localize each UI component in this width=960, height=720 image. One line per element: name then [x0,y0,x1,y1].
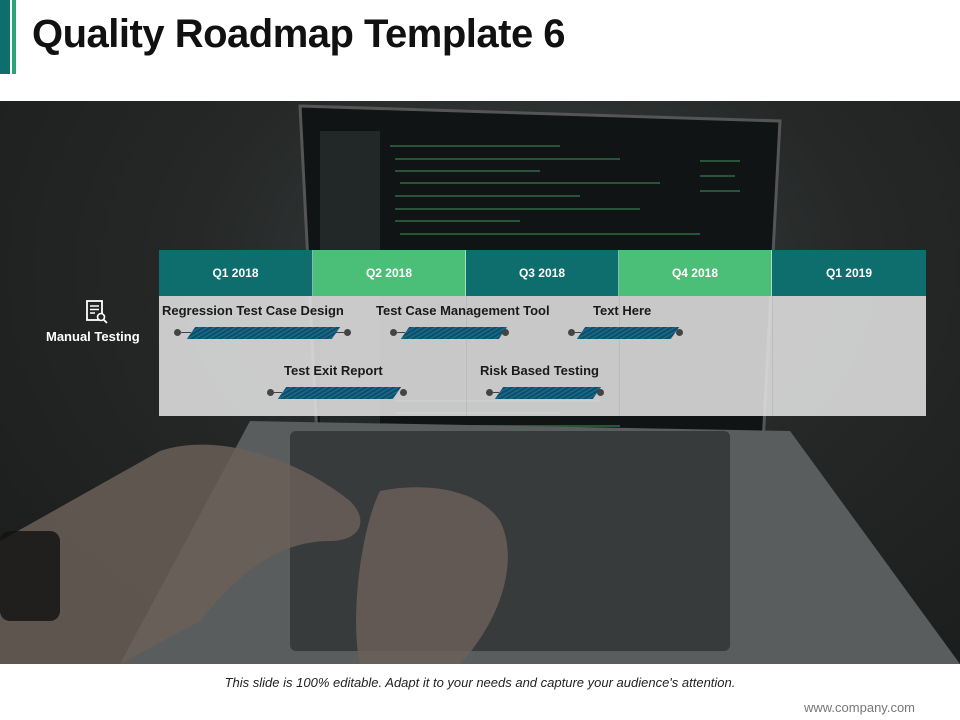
task-label: Test Exit Report [284,363,383,378]
column-divider [772,296,773,416]
quarter-header: Q3 2018 [466,250,619,296]
task-connector [397,332,405,333]
task-end-dot [676,329,683,336]
quarter-header: Q2 2018 [313,250,466,296]
footer-url[interactable]: www.company.com [803,700,915,715]
task-bar [186,327,341,339]
task-bar [277,387,402,399]
page-title: Quality Roadmap Template 6 [32,12,566,56]
task-bar [400,327,508,339]
document-search-icon [86,300,108,324]
task-connector [336,332,344,333]
task-connector [274,392,282,393]
task-bar [576,327,680,339]
footer-note: This slide is 100% editable. Adapt it to… [224,675,736,690]
quarter-header: Q1 2018 [159,250,313,296]
task-label: Test Case Management Tool [376,303,550,318]
column-divider [619,296,620,416]
task-start-dot [568,329,575,336]
task-label: Regression Test Case Design [162,303,344,318]
task-end-dot [502,329,509,336]
task-start-dot [390,329,397,336]
row-label-manual-testing: Manual Testing [46,329,140,344]
task-label: Risk Based Testing [480,363,599,378]
task-start-dot [174,329,181,336]
title-accent-bar-secondary [12,0,16,74]
task-bar [494,387,602,399]
task-end-dot [344,329,351,336]
roadmap-timeline: Q1 2018 Q2 2018 Q3 2018 Q4 2018 Q1 2019 … [159,250,926,416]
task-label: Text Here [593,303,652,318]
task-end-dot [597,389,604,396]
task-start-dot [267,389,274,396]
quarter-header: Q4 2018 [619,250,772,296]
title-accent-bar [0,0,10,74]
task-end-dot [400,389,407,396]
task-start-dot [486,389,493,396]
column-divider [466,296,467,416]
quarter-header: Q1 2019 [772,250,926,296]
task-connector [181,332,191,333]
task-connector [493,392,499,393]
task-connector [575,332,581,333]
